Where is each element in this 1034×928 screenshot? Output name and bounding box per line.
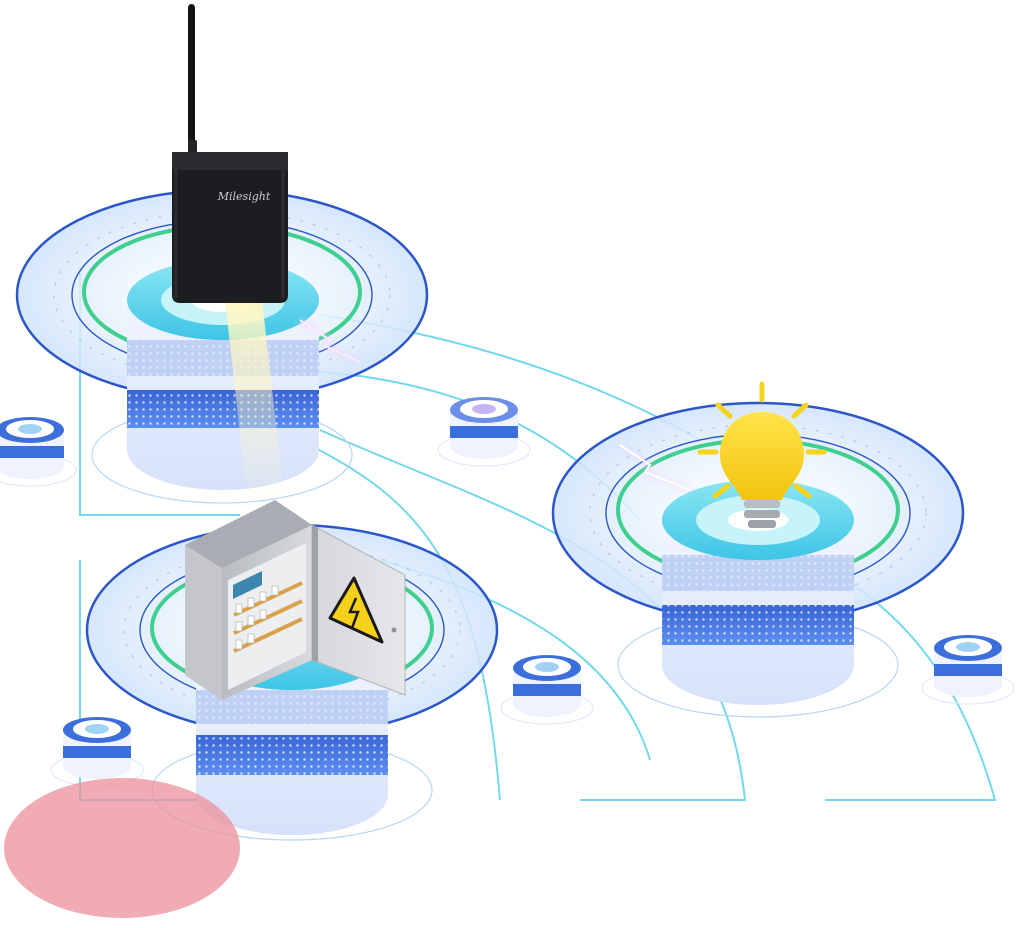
antenna-icon	[188, 4, 195, 164]
light-bulb-icon	[697, 381, 827, 528]
spark-effect	[619, 444, 691, 491]
lamp-platform	[551, 401, 965, 718]
small-node	[0, 417, 77, 487]
small-node	[500, 655, 594, 725]
small-node	[50, 717, 144, 787]
small-node	[921, 635, 1015, 705]
electrical-cabinet-icon	[185, 500, 406, 700]
high-voltage-warning-icon	[328, 576, 384, 644]
spark-effect	[299, 319, 361, 363]
gateway-brand-logo: Milesight	[217, 190, 271, 203]
pink-marker	[4, 778, 240, 918]
gateway-platform	[15, 188, 429, 505]
iot-gateway-device: Milesight	[172, 4, 288, 303]
small-node	[437, 397, 531, 467]
